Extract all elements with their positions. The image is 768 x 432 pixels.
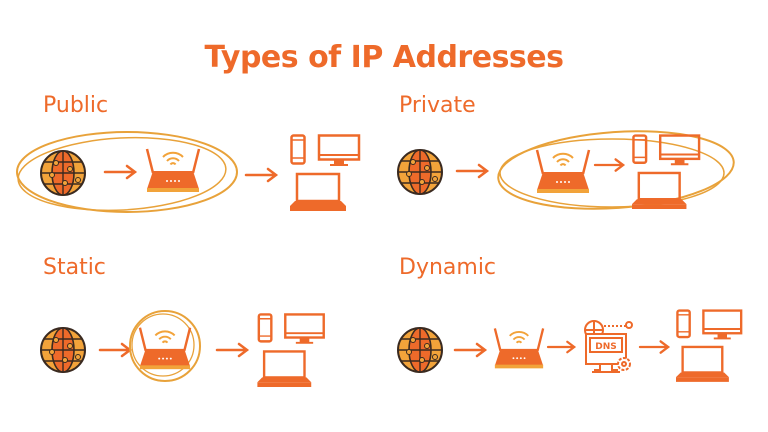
- globe-icon: [397, 149, 443, 195]
- arrow-right-icon: [546, 340, 576, 354]
- globe-icon: [40, 150, 86, 196]
- dns-server-icon: DNS: [584, 320, 633, 373]
- wifi-router-icon: [145, 147, 201, 194]
- label-private: Private: [399, 93, 476, 118]
- arrow-right-icon: [103, 164, 137, 180]
- globe-icon: [397, 327, 443, 373]
- static-section: [40, 310, 325, 389]
- wifi-router-icon: [535, 148, 591, 195]
- diagram-title: Types of IP Addresses: [204, 40, 564, 75]
- arrow-right-icon: [98, 342, 132, 358]
- wifi-router-icon: [493, 327, 545, 370]
- label-public: Public: [43, 93, 109, 118]
- public-section: [16, 131, 361, 213]
- arrow-right-icon: [453, 342, 487, 358]
- wifi-router-icon: [138, 326, 192, 371]
- label-dynamic: Dynamic: [399, 255, 497, 280]
- globe-icon: [40, 327, 86, 373]
- arrow-right-icon: [593, 158, 625, 172]
- highlight-circle: [129, 310, 201, 382]
- highlight-ellipse: [497, 130, 735, 210]
- dns-label: DNS: [595, 342, 617, 352]
- devices-icon: [288, 134, 361, 213]
- label-static: Static: [43, 255, 106, 280]
- devices-icon: [674, 309, 743, 384]
- arrow-right-icon: [244, 167, 278, 183]
- arrow-right-icon: [215, 342, 249, 358]
- dynamic-section: DNS: [397, 309, 743, 384]
- private-section: [397, 130, 735, 211]
- devices-icon: [256, 313, 325, 389]
- highlight-ellipse: [16, 131, 238, 213]
- arrow-right-icon: [638, 340, 670, 354]
- arrow-right-icon: [455, 163, 489, 179]
